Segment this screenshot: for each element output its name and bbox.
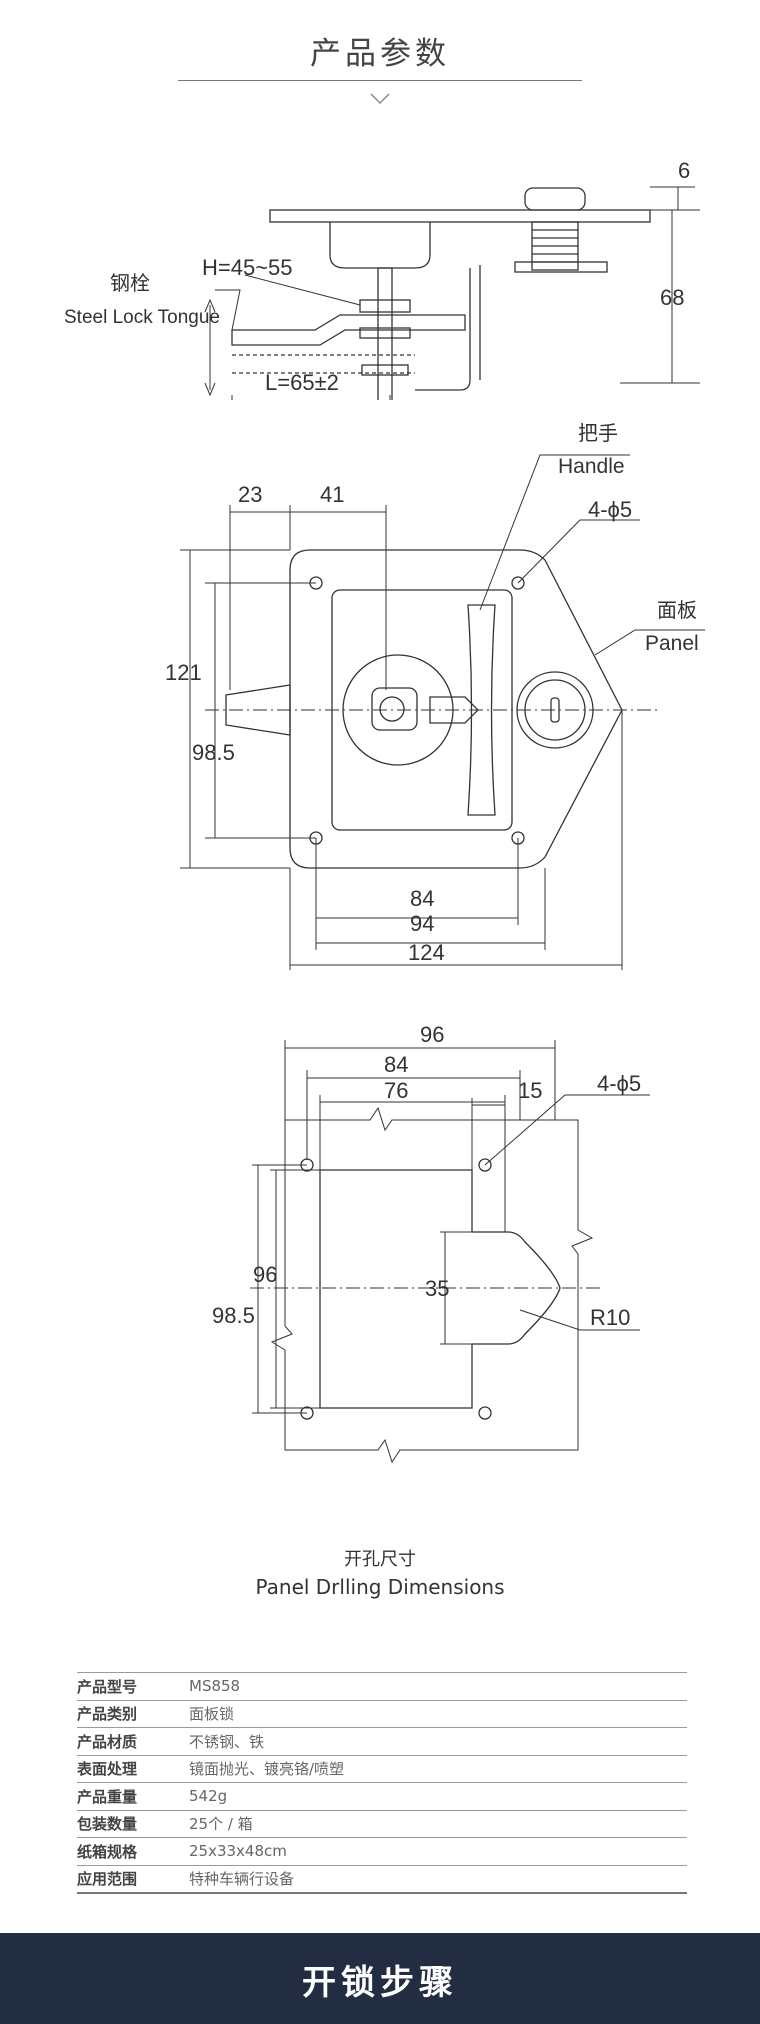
dim-23-label: 23	[238, 482, 262, 507]
table-row: 应用范围特种车辆行设备	[77, 1865, 687, 1894]
dim-l-label: L=65±2	[265, 370, 339, 395]
spec-label: 产品重量	[77, 1782, 189, 1811]
cutout-outline	[319, 1169, 561, 1409]
radius-label: R10	[590, 1305, 630, 1330]
spec-label: 产品材质	[77, 1727, 189, 1756]
diagram-panel	[46, 140, 716, 1620]
nut-lower	[359, 327, 411, 339]
table-row: 产品类别面板锁	[77, 1700, 687, 1728]
table-row: 产品材质不锈钢、铁	[77, 1727, 687, 1756]
tongue-label-en: Steel Lock Tongue	[64, 307, 220, 328]
plate-profile	[269, 209, 651, 223]
dim-41-label: 41	[320, 482, 344, 507]
dim-98-5-label: 98.5	[212, 1303, 255, 1328]
panel-label-en: Panel	[645, 632, 699, 655]
tongue-label-cn: 钢栓	[110, 272, 150, 295]
footer-banner: 开锁步骤	[0, 1933, 760, 2024]
section-header: 产品参数	[0, 0, 760, 110]
spec-label: 包装数量	[77, 1810, 189, 1838]
dim-94-label: 94	[410, 911, 434, 936]
lock-tongue	[231, 314, 466, 346]
spindle	[377, 267, 393, 400]
panel-outline	[289, 549, 623, 869]
spec-value: 镜面抛光、镀亮铬/喷塑	[189, 1755, 687, 1783]
spec-label: 应用范围	[77, 1865, 189, 1894]
front-view-drawing: 23 41 121 98.5 84 94 124 把手 Handle 4-ϕ5 …	[165, 422, 705, 970]
t-handle-grip	[467, 604, 496, 816]
holes-label: 4-ϕ5	[597, 1071, 641, 1096]
holes-label: 4-ϕ5	[588, 497, 632, 522]
chevron-down-icon	[370, 93, 390, 105]
dim-96-left-label: 96	[253, 1262, 277, 1287]
spec-value: 不锈钢、铁	[189, 1727, 687, 1756]
spec-value: 面板锁	[189, 1700, 687, 1728]
spec-label: 产品型号	[77, 1672, 189, 1701]
dim-96-top-label: 96	[420, 1022, 444, 1047]
handle-label-cn: 把手	[578, 422, 618, 445]
table-row: 表面处理镜面抛光、镀亮铬/喷塑	[77, 1755, 687, 1783]
dim-84-label: 84	[384, 1052, 408, 1077]
dim-6-label: 6	[678, 158, 690, 183]
caption-en: Panel Drlling Dimensions	[255, 1575, 505, 1599]
dim-76-label: 76	[384, 1078, 408, 1103]
spec-label: 表面处理	[77, 1755, 189, 1783]
side-view-drawing: H=45~55 6 68 L=65±2 钢栓 Steel Lock Tongue	[64, 158, 700, 400]
caption-cn: 开孔尺寸	[344, 1549, 416, 1570]
spec-label: 产品类别	[77, 1700, 189, 1728]
lock-cam	[514, 261, 608, 273]
spec-label: 纸箱规格	[77, 1837, 189, 1866]
lock-cylinder-head	[524, 187, 586, 211]
title-underline	[178, 80, 582, 81]
bracket	[415, 268, 471, 391]
dim-h-label: H=45~55	[202, 255, 293, 280]
spec-value: 25x33x48cm	[189, 1837, 687, 1866]
mount-hole	[478, 1158, 492, 1172]
spec-value: 特种车辆行设备	[189, 1865, 687, 1894]
spec-value: 25个 / 箱	[189, 1810, 687, 1838]
dim-121-label: 121	[165, 660, 202, 685]
nut-upper	[359, 299, 411, 313]
dim-68-label: 68	[660, 285, 684, 310]
nut-bottom	[361, 364, 409, 376]
section-title: 产品参数	[310, 36, 450, 72]
footer-title: 开锁步骤	[302, 1963, 458, 2003]
mount-hole	[511, 576, 525, 590]
panel-label-cn: 面板	[657, 599, 697, 622]
spec-value: 542g	[189, 1782, 687, 1811]
dim-84-label: 84	[410, 886, 434, 911]
dim-124-label: 124	[408, 940, 445, 965]
mount-hole	[478, 1406, 492, 1420]
dim-35-label: 35	[425, 1276, 449, 1301]
handle-label-en: Handle	[558, 455, 625, 478]
tongue-stub	[225, 684, 291, 736]
dim-98-5-label: 98.5	[192, 740, 235, 765]
dim-15-label: 15	[518, 1078, 542, 1103]
drilling-view-drawing: 96 84 76 15 4-ϕ5 96 98.5 35 R10	[212, 1022, 650, 1464]
pan-profile	[329, 222, 431, 269]
spec-value: MS858	[189, 1672, 687, 1701]
